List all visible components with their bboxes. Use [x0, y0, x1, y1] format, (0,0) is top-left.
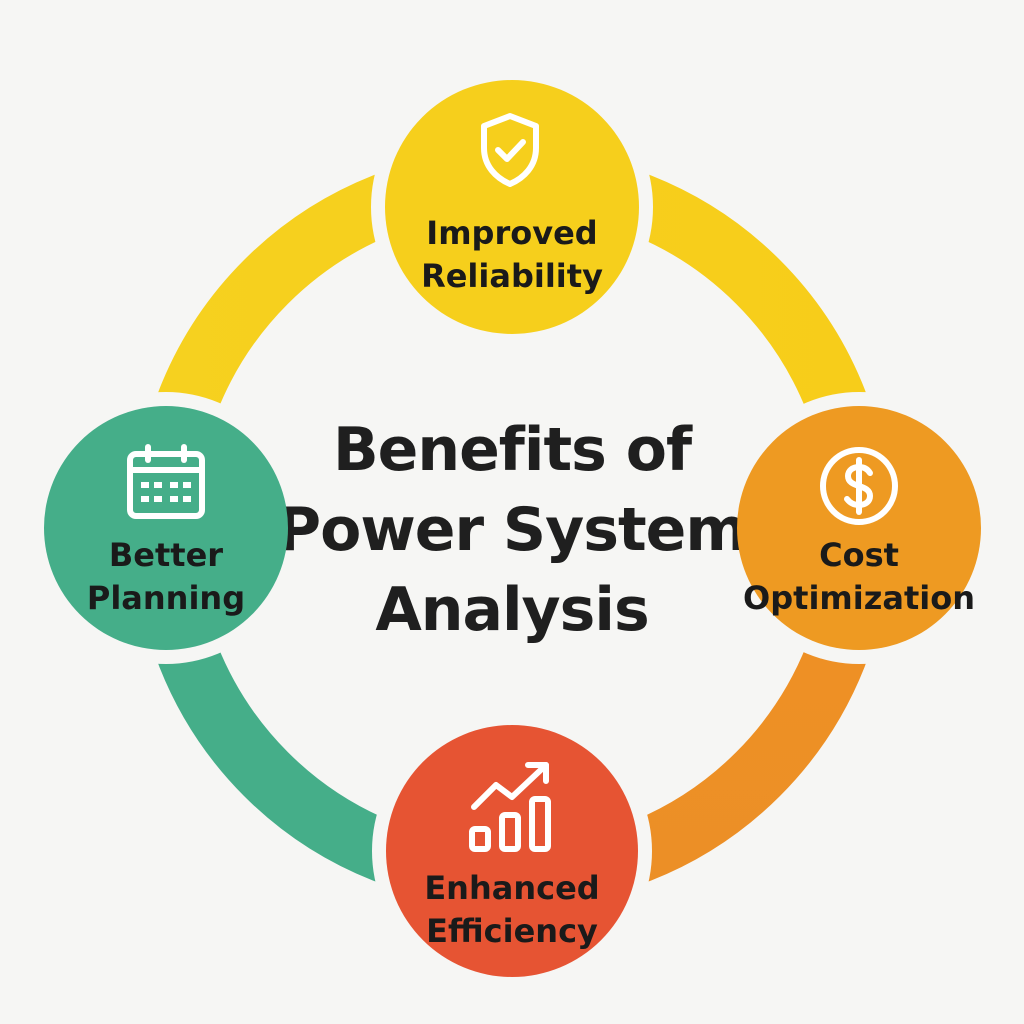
diagram-title: Benefits of Power System Analysis: [262, 410, 762, 650]
node-cost-optimization: Cost Optimization: [737, 406, 981, 650]
node-improved-reliability: Improved Reliability: [385, 80, 639, 334]
label-line-2: Efficiency: [426, 912, 598, 950]
label-line-2: Planning: [86, 579, 246, 617]
dollar-icon: [820, 447, 898, 525]
label-line-1: Better: [108, 536, 224, 574]
label-line-1: Enhanced: [424, 869, 600, 907]
node-label: Improved Reliability: [345, 212, 679, 298]
title-line-1: Benefits of: [332, 415, 692, 485]
node-label: Cost Optimization: [697, 534, 1021, 620]
title-line-3: Analysis: [375, 575, 649, 645]
title-line-2: Power System: [277, 495, 748, 565]
label-line-1: Cost: [819, 536, 899, 574]
node-label: Enhanced Efficiency: [346, 867, 678, 953]
node-label: Better Planning: [4, 534, 328, 620]
node-enhanced-efficiency: Enhanced Efficiency: [386, 725, 638, 977]
shield-check-icon: [481, 113, 539, 187]
node-better-planning: Better Planning: [44, 406, 288, 650]
label-line-1: Improved: [426, 214, 598, 252]
growth-chart-icon: [469, 762, 551, 852]
label-line-2: Reliability: [421, 257, 603, 295]
calendar-icon: [127, 444, 205, 519]
label-line-2: Optimization: [743, 579, 975, 617]
